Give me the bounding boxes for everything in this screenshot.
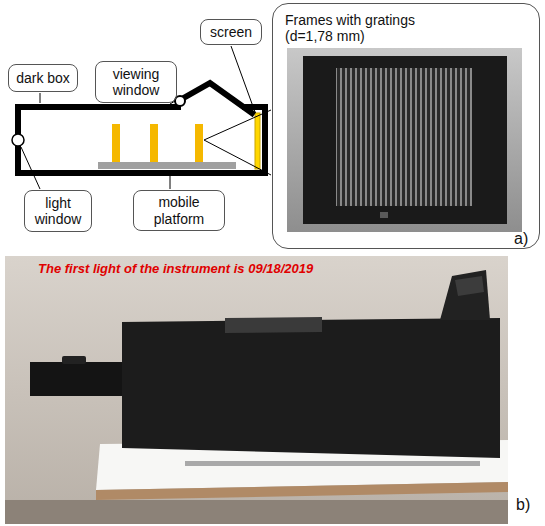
callout-text: Frames with gratings (d=1,78 mm) (285, 12, 450, 44)
grating (150, 124, 158, 162)
leader-line (170, 170, 171, 189)
callout-text: light window (30, 195, 86, 227)
leader-line (40, 93, 41, 103)
photo-caption: The first light of the instrument is 09/… (38, 261, 313, 276)
table-edge (96, 482, 508, 500)
light-tube (30, 362, 126, 396)
grating (195, 124, 203, 162)
panel-label: b) (516, 496, 530, 514)
lamp (62, 356, 86, 364)
platform-opening (225, 317, 322, 333)
callout-panel: Frames with gratings (d=1,78 mm) (272, 3, 540, 249)
floor (5, 500, 508, 524)
box-wall (18, 107, 265, 173)
leader-lines (21, 46, 271, 189)
leader-line (21, 147, 40, 189)
callout-box: mobile platform (133, 190, 225, 231)
leader-line (231, 46, 255, 112)
box-wall (18, 104, 178, 110)
grating-area (336, 68, 472, 206)
callout-box: screen (200, 19, 262, 45)
callout-box: dark box (8, 64, 78, 92)
callout-text: dark box (16, 70, 70, 86)
instrument-photo (5, 256, 508, 524)
callout-text: viewing window (101, 66, 171, 98)
leader-line (204, 110, 271, 140)
screen (255, 113, 260, 169)
viewing-window (455, 276, 484, 296)
callout-box: light window (24, 190, 92, 232)
frame-photo (287, 48, 522, 232)
light-window (12, 134, 24, 146)
callout-box: viewing window (95, 61, 177, 103)
instrument-body (122, 318, 500, 458)
viewing-chimney (440, 270, 490, 320)
leader-line (204, 140, 271, 175)
panel-label: a) (514, 230, 528, 248)
frame-slot (380, 212, 388, 218)
ruler (185, 461, 480, 466)
callout-text: mobile platform (139, 194, 219, 226)
frame (303, 56, 507, 224)
grating (112, 124, 120, 162)
mobile-platform (98, 162, 236, 169)
callout-text: screen (210, 24, 252, 40)
viewing-lid (180, 83, 252, 113)
